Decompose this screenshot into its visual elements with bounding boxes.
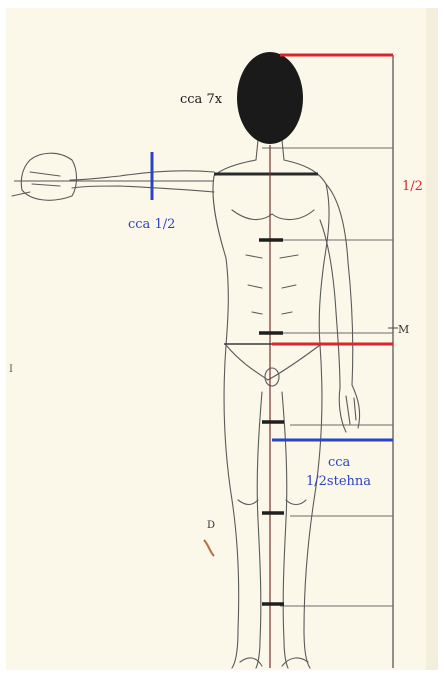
head-silhouette <box>237 52 303 144</box>
label-side-mark: I <box>9 364 13 375</box>
label-m-mark: M <box>398 323 409 336</box>
label-thigh-half-line1: cca <box>328 455 351 470</box>
label-thigh-half-line2: 1/2stehna <box>306 474 371 489</box>
paper-shadow-right <box>426 8 438 670</box>
paper-background <box>6 8 438 670</box>
label-arm-half: cca 1/2 <box>128 217 175 232</box>
label-d-mark: D <box>207 520 215 531</box>
label-half-ratio: 1/2 <box>402 179 423 194</box>
label-head-count: cca 7x <box>180 92 223 107</box>
